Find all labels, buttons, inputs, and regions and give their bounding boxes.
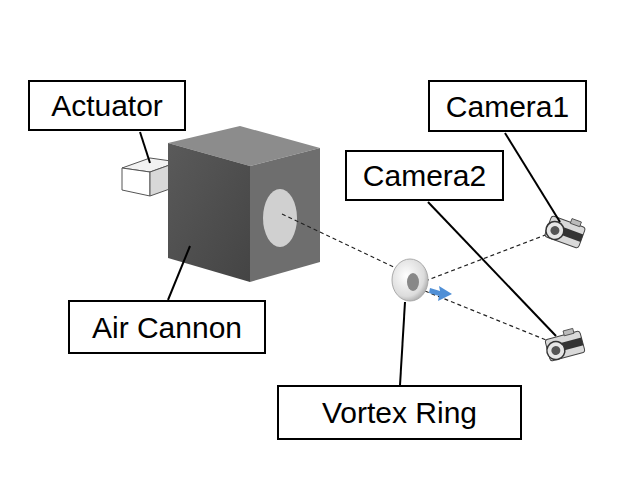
part-label: Actuator: [51, 89, 163, 122]
part-label: Air Cannon: [92, 311, 242, 344]
vortex-ring-shape: [392, 259, 428, 301]
cannon-nozzle: [263, 189, 297, 247]
label-box: Camera2: [345, 150, 504, 201]
label-box: Vortex Ring: [277, 385, 522, 440]
label-box: Air Cannon: [68, 300, 266, 354]
sight-lines: [282, 214, 548, 340]
part-label: Vortex Ring: [322, 396, 477, 429]
label-box: Actuator: [28, 80, 186, 131]
part-label: Camera1: [446, 90, 569, 123]
air-cannon-cube: [168, 126, 320, 282]
camera-icon: [543, 327, 585, 362]
part-label: Camera2: [363, 159, 486, 192]
motion-arrow: [429, 286, 452, 301]
camera-icon: [543, 211, 587, 248]
label-box: Camera1: [428, 80, 587, 132]
